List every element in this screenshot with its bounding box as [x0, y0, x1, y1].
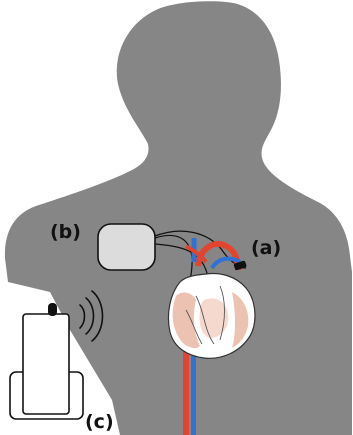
implanted-device [98, 224, 155, 270]
label-c: (c) [85, 411, 114, 433]
monitor-body [23, 314, 69, 414]
monitor-antenna [48, 303, 57, 316]
label-a: (a) [251, 237, 281, 259]
label-b: (b) [50, 221, 81, 243]
